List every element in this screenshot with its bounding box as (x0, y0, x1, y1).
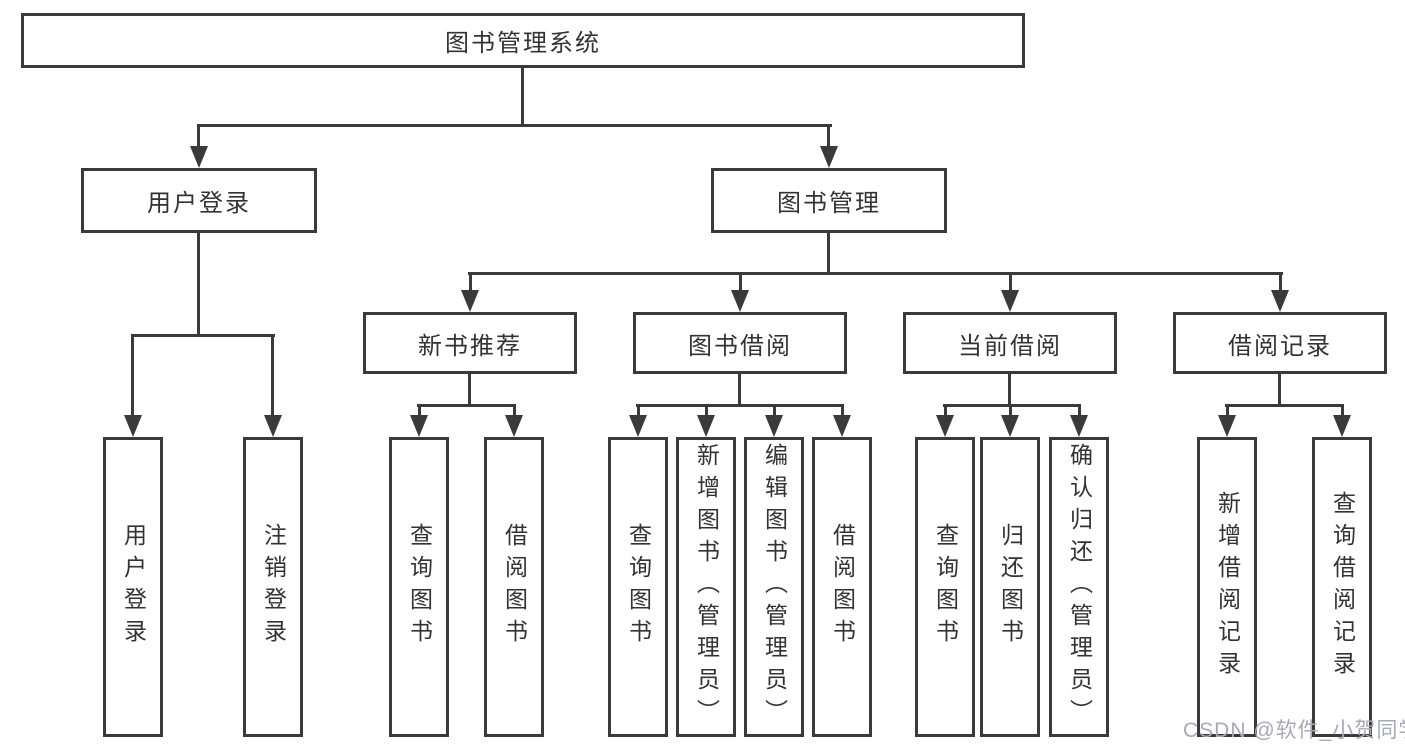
connector-stub-user-login (197, 124, 200, 150)
leaf-query-borrow-record: 查询借阅记录 (1312, 437, 1372, 737)
leaf-query-books-current: 查询图书 (915, 437, 975, 737)
arrowhead-leaf-add-borrow-record (1218, 415, 1236, 437)
arrowhead-leaf-query-books-recommend (410, 415, 428, 437)
leaf-borrow-books-recommend: 借阅图书 (484, 437, 544, 737)
connector-root-stem (521, 68, 524, 125)
connector-new-book-branch (417, 404, 516, 407)
connector-book-borrowing-stem (738, 374, 741, 407)
arrowhead-leaf-borrow-books-recommend (505, 415, 523, 437)
node-user-login: 用户登录 (81, 168, 317, 233)
connector-stub-leaf (1009, 404, 1012, 418)
arrowhead-leaf-borrow-books-borrowing (833, 415, 851, 437)
arrowhead-leaf-confirm-return (1070, 415, 1088, 437)
arrowhead-leaf-query-books-current (936, 415, 954, 437)
leaf-label: 查询图书 (406, 523, 433, 651)
node-new-book-recommendation: 新书推荐 (363, 312, 577, 374)
arrowhead-user-login (190, 146, 208, 168)
connector-user-login-branch (131, 334, 275, 337)
connector-stub-new-book (469, 272, 472, 292)
leaf-confirm-return-admin: 确认归还（管理员） (1049, 437, 1109, 737)
node-book-management: 图书管理 (711, 168, 947, 233)
leaf-query-books-recommend: 查询图书 (389, 437, 449, 737)
connector-stub-leaf (944, 404, 947, 418)
connector-stub-leaf-user-login (131, 334, 134, 418)
leaf-query-books-borrowing: 查询图书 (608, 437, 668, 737)
connector-stub-leaf (513, 404, 516, 418)
leaf-label: 查询图书 (625, 523, 652, 651)
connector-stub-leaf (1341, 404, 1344, 418)
connector-user-login-stem (197, 233, 200, 337)
leaf-add-books-admin: 新增图书（管理员） (676, 437, 736, 737)
leaf-label: 新增借阅记录 (1214, 491, 1241, 683)
arrowhead-leaf-logout (264, 415, 282, 437)
connector-stub-current-borrowing (1009, 272, 1012, 292)
leaf-add-borrow-record: 新增借阅记录 (1197, 437, 1257, 737)
arrowhead-leaf-return-books (1001, 415, 1019, 437)
leaf-return-books: 归还图书 (980, 437, 1040, 737)
node-borrowing-records: 借阅记录 (1173, 312, 1387, 374)
leaf-label: 新增图书（管理员） (693, 443, 720, 731)
leaf-label: 用户登录 (120, 523, 147, 651)
leaf-user-login: 用户登录 (103, 437, 163, 737)
leaf-label: 借阅图书 (501, 523, 528, 651)
arrowhead-current-borrowing (1001, 290, 1019, 312)
connector-stub-leaf-logout (271, 334, 274, 418)
arrowhead-new-book (461, 290, 479, 312)
connector-stub-leaf (418, 404, 421, 418)
leaf-borrow-books-borrowing: 借阅图书 (812, 437, 872, 737)
connector-stub-leaf (705, 404, 708, 418)
arrowhead-book-borrowing (731, 290, 749, 312)
connector-stub-leaf (1226, 404, 1229, 418)
arrowhead-leaf-add-books-admin (697, 415, 715, 437)
node-current-borrowing: 当前借阅 (903, 312, 1117, 374)
connector-new-book-stem (468, 374, 471, 407)
leaf-label: 确认归还（管理员） (1066, 443, 1093, 731)
connector-book-management-branch (468, 272, 1283, 275)
connector-stub-leaf (841, 404, 844, 418)
connector-stub-leaf (773, 404, 776, 418)
connector-borrowing-records-stem (1278, 374, 1281, 407)
connector-stub-leaf (1078, 404, 1081, 418)
csdn-watermark: CSDN @软件_小贺同学 (1183, 719, 1405, 742)
arrowhead-book-management (820, 146, 838, 168)
connector-stub-book-borrowing (739, 272, 742, 292)
connector-root-branch (198, 124, 832, 127)
arrowhead-leaf-user-login (124, 415, 142, 437)
arrowhead-borrowing-records (1271, 290, 1289, 312)
connector-current-borrowing-branch (943, 404, 1081, 407)
node-book-borrowing: 图书借阅 (633, 312, 847, 374)
leaf-label: 借阅图书 (829, 523, 856, 651)
leaf-label: 编辑图书（管理员） (761, 443, 788, 731)
leaf-label: 注销登录 (260, 523, 287, 651)
leaf-label: 查询图书 (932, 523, 959, 651)
connector-book-management-stem (827, 233, 830, 275)
leaf-label: 归还图书 (997, 523, 1024, 651)
connector-borrowing-records-branch (1225, 404, 1344, 407)
connector-book-borrowing-branch (636, 404, 844, 407)
connector-stub-borrowing-records (1279, 272, 1282, 292)
arrowhead-leaf-query-books-borrowing (629, 415, 647, 437)
connector-stub-book-management (827, 124, 830, 150)
leaf-label: 查询借阅记录 (1329, 491, 1356, 683)
leaf-edit-books-admin: 编辑图书（管理员） (744, 437, 804, 737)
leaf-logout: 注销登录 (243, 437, 303, 737)
connector-current-borrowing-stem (1008, 374, 1011, 407)
connector-stub-leaf (637, 404, 640, 418)
node-root: 图书管理系统 (21, 13, 1025, 68)
arrowhead-leaf-edit-books-admin (765, 415, 783, 437)
arrowhead-leaf-query-borrow-record (1333, 415, 1351, 437)
